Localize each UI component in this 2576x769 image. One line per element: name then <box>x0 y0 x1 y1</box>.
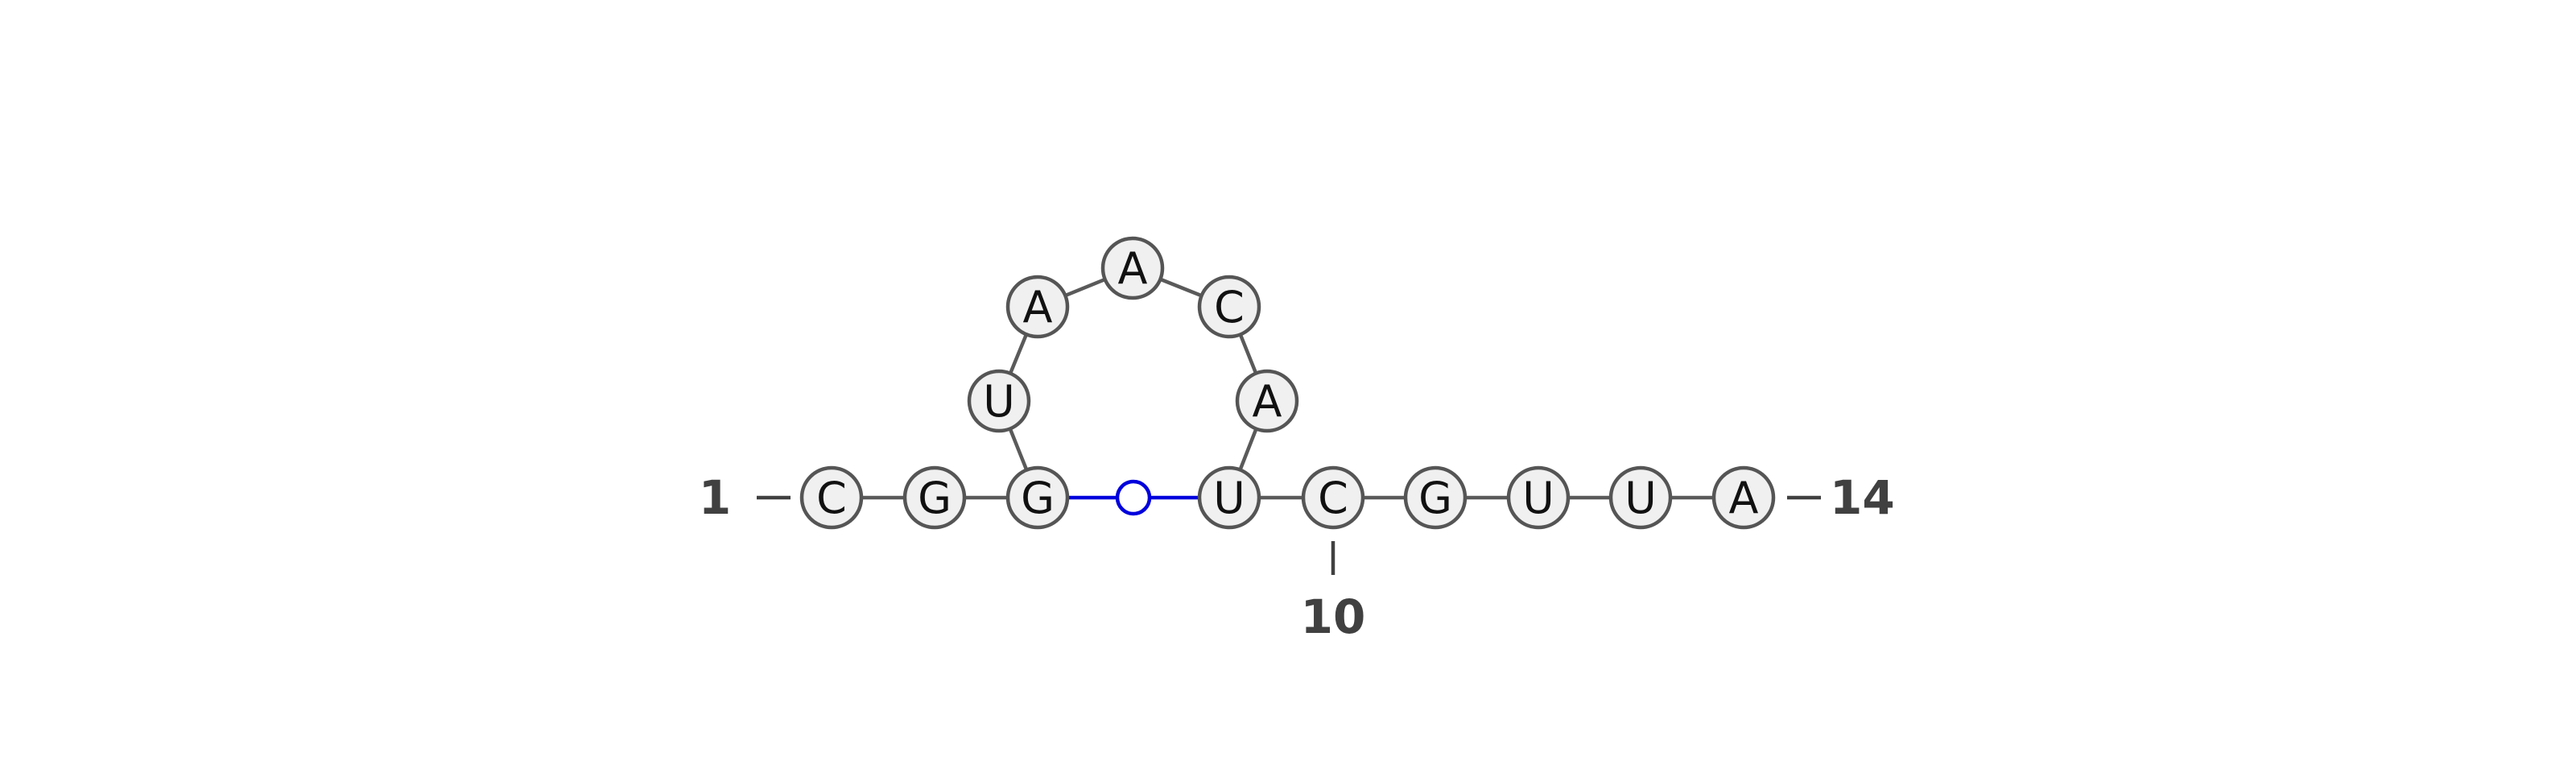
nucleotide-letter: U <box>1213 473 1245 523</box>
nucleotide-letter: U <box>1624 473 1657 523</box>
nucleotide-letter: A <box>1118 243 1148 294</box>
nucleotide-circle <box>1005 275 1070 339</box>
backbone-link <box>1064 277 1106 298</box>
nucleotide-circle <box>1100 236 1165 300</box>
nucleotide-2: G <box>902 465 967 530</box>
nucleotide-13: U <box>1608 465 1673 530</box>
nucleotide-letter: C <box>1214 282 1245 333</box>
position-10-label: 10 <box>1301 589 1366 644</box>
backbone-link <box>1238 428 1258 471</box>
nucleotide-4: U <box>967 369 1031 433</box>
nucleotide-9: U <box>1197 465 1261 530</box>
backbone-link <box>1238 333 1258 374</box>
nucleotide-7: C <box>1197 275 1261 339</box>
nucleotide-circle <box>1506 465 1571 530</box>
nucleotide-letter: A <box>1729 473 1759 523</box>
nucleotide-circle <box>902 465 967 530</box>
nucleotide-8: A <box>1235 369 1299 433</box>
nucleotide-letter: G <box>1418 473 1452 523</box>
nucleotide-letter: U <box>983 376 1015 427</box>
nucleotide-11: G <box>1403 465 1468 530</box>
nucleotide-5: A <box>1005 275 1070 339</box>
nucleotide-letter: G <box>918 473 952 523</box>
nucleotide-letter: A <box>1253 376 1282 427</box>
end-position-label: 14 <box>1830 470 1895 525</box>
nucleotide-1: C <box>799 465 864 530</box>
nucleotide-3: G <box>1005 465 1070 530</box>
nucleotide-circle <box>967 369 1031 433</box>
nucleotide-circle <box>1711 465 1776 530</box>
nucleotide-letter: A <box>1023 282 1053 333</box>
nucleotide-10: C <box>1301 465 1365 530</box>
nucleotide-14: A <box>1711 465 1776 530</box>
nucleotide-6: A <box>1100 236 1165 300</box>
nucleotide-letter: U <box>1522 473 1554 523</box>
nucleotide-letter: C <box>1318 473 1348 523</box>
nucleotide-circle <box>799 465 864 530</box>
start-position-label: 1 <box>699 470 731 525</box>
nucleotide-circle <box>1235 369 1299 433</box>
nucleotide-12: U <box>1506 465 1571 530</box>
nucleotide-circle <box>1005 465 1070 530</box>
backbone-link <box>1159 277 1203 298</box>
backbone-link <box>1008 428 1029 471</box>
backbone-link <box>1008 333 1029 374</box>
nucleotide-circle <box>1197 465 1261 530</box>
nucleotide-circle <box>1301 465 1365 530</box>
nucleotide-circle <box>1608 465 1673 530</box>
nucleotide-letter: G <box>1021 473 1055 523</box>
nucleotide-letter: C <box>816 473 847 523</box>
nucleotide-circle <box>1197 275 1261 339</box>
nucleotide-circle <box>1403 465 1468 530</box>
gu-pair-marker <box>1115 479 1152 516</box>
